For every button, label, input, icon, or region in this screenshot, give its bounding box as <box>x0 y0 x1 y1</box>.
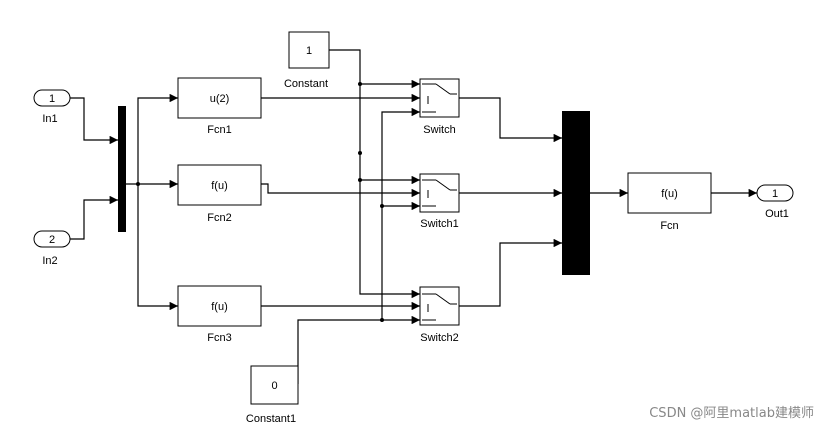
constant-label: Constant <box>284 78 328 90</box>
fcn2-label: Fcn2 <box>207 212 231 224</box>
fcn-label: Fcn <box>660 220 678 232</box>
switch1-icon <box>422 179 457 207</box>
junction-dots <box>136 82 384 322</box>
in1-label: In1 <box>42 113 57 125</box>
switch-block[interactable]: Switch <box>419 78 460 136</box>
watermark-text: CSDN @阿里matlab建模师 <box>649 406 814 421</box>
fcn3-block[interactable]: f(u) Fcn3 <box>177 285 262 344</box>
constant1-value: 0 <box>271 380 277 392</box>
constant1-block[interactable]: 0 Constant1 <box>246 365 299 425</box>
switch2-block[interactable]: Switch2 <box>419 286 460 344</box>
fcn3-expression: f(u) <box>211 301 228 313</box>
fcn1-expression: u(2) <box>210 93 230 105</box>
switch1-label: Switch1 <box>420 218 459 230</box>
fcn2-expression: f(u) <box>211 180 228 192</box>
out1-port[interactable]: 1 Out1 <box>756 184 794 220</box>
constant1-label: Constant1 <box>246 413 296 425</box>
in2-port-number: 2 <box>49 234 55 246</box>
constant-block[interactable]: 1 Constant <box>284 31 330 90</box>
switch2-icon <box>422 293 457 321</box>
in2-label: In2 <box>42 255 57 267</box>
out1-label: Out1 <box>765 208 789 220</box>
in2-port[interactable]: 2 In2 <box>33 230 71 267</box>
output-mux-block[interactable] <box>562 111 590 275</box>
in1-port-number: 1 <box>49 93 55 105</box>
switch1-block[interactable]: Switch1 <box>419 173 460 230</box>
constant-value: 1 <box>306 45 312 57</box>
fcn1-label: Fcn1 <box>207 124 231 136</box>
switch2-label: Switch2 <box>420 332 459 344</box>
mux-block[interactable] <box>118 106 126 232</box>
out1-port-number: 1 <box>772 188 778 200</box>
signal-lines <box>70 49 757 384</box>
switch-label: Switch <box>423 124 455 136</box>
switch-icon <box>422 83 457 113</box>
fcn3-label: Fcn3 <box>207 332 231 344</box>
fcn2-block[interactable]: f(u) Fcn2 <box>177 164 262 224</box>
fcn-expression: f(u) <box>661 188 678 200</box>
in1-port[interactable]: 1 In1 <box>33 89 71 125</box>
fcn1-block[interactable]: u(2) Fcn1 <box>177 77 262 136</box>
fcn-block[interactable]: f(u) Fcn <box>627 172 712 232</box>
